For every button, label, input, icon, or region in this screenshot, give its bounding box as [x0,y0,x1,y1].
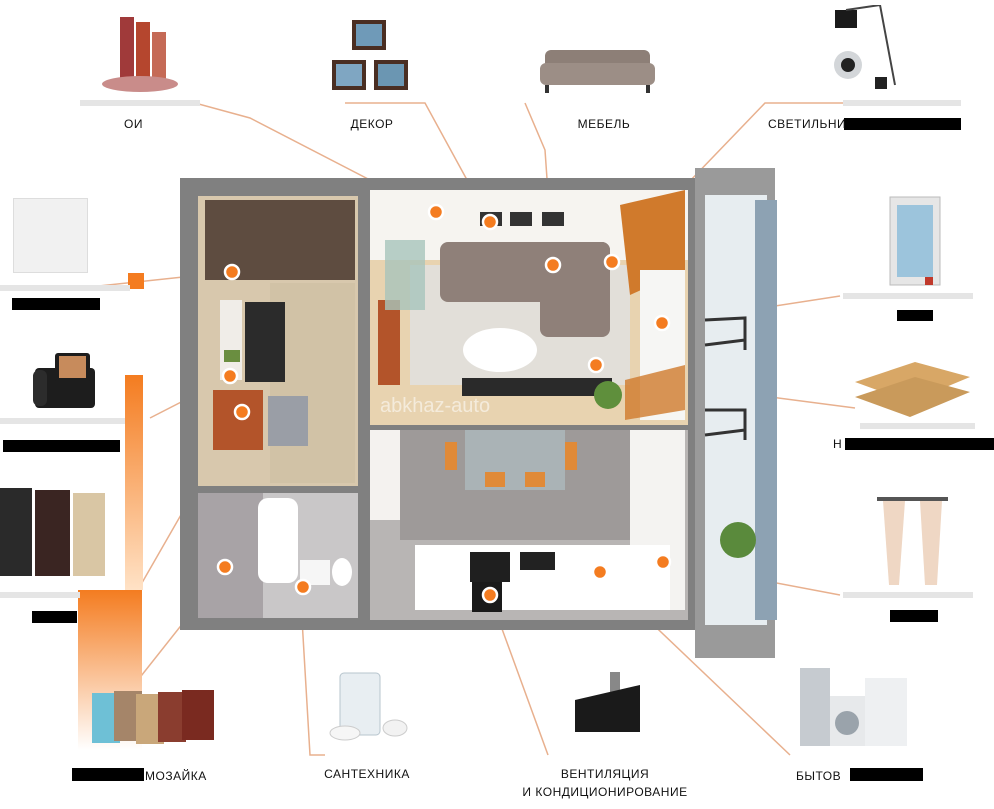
label-bar-curtains [843,592,973,598]
label-bar-lighting [843,100,961,106]
label-ventilation-line1: ВЕНТИЛЯЦИЯ [560,767,650,781]
framed-pictures-icon [330,18,410,93]
label-mask-curtains [890,610,938,622]
accent-tab [128,273,144,289]
curtains-icon [875,495,950,590]
label-mask-ceiling [12,298,100,310]
ceiling-tile-icon [13,198,88,273]
home-appliances-icon [800,668,910,748]
label-appliances: БЫТОВ [796,769,842,783]
label-ventilation-line2: И КОНДИЦИОНИРОВАНИЕ [522,785,688,799]
label-furniture: МЕБЕЛЬ [577,117,631,131]
label-plumbing: САНТЕХНИКА [324,767,410,781]
label-mask-flooring [845,438,994,450]
label-bar-wallpaper [80,100,200,106]
doors-icon [0,488,105,578]
intercom-phone-icon [25,348,100,413]
accent-column-thin [125,375,143,590]
lamp-icon [820,3,905,95]
label-tile-mosaic: МОЗАЙКА [145,769,207,783]
tiles-icon [92,688,217,746]
laminate-boards-icon [855,362,970,417]
label-mask-doors [32,611,77,623]
wallpaper-rolls-icon [100,12,180,92]
label-bar-intercom [0,418,125,424]
label-bar-flooring [860,423,975,429]
label-wallpaper: ОИ [124,117,143,131]
label-mask-intercom [3,440,120,452]
label-bar-window [843,293,973,299]
window-icon [885,195,945,290]
label-mask-tiles [72,768,144,781]
label-bar-doors [0,592,80,598]
label-mask-appliances [850,768,923,781]
sofa-icon [540,45,655,95]
bathroom-fixtures-icon [325,668,410,748]
label-mask-window [897,310,933,321]
label-mask-lighting [844,118,961,130]
watermark: abkhaz-auto [380,395,490,417]
label-lighting: СВЕТИЛЬНИ [768,117,847,131]
hotspot-markers [216,203,672,604]
range-hood-icon [570,670,645,740]
label-decor: ДЕКОР [350,117,394,131]
label-bar-ceiling [0,285,130,291]
label-flooring: Н [833,437,843,451]
